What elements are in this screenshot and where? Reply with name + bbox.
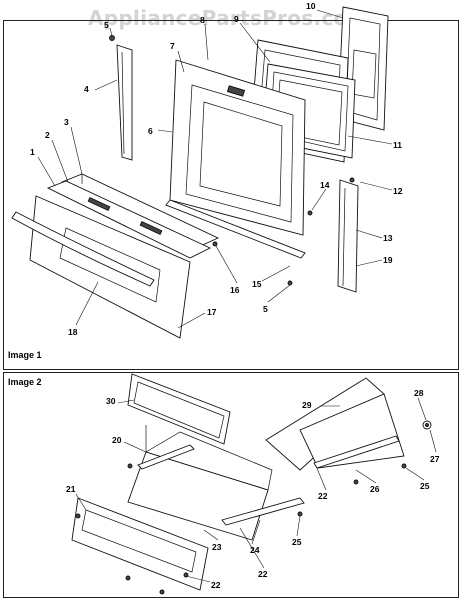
part-bottom-bracket [165,199,306,259]
callout-6: 6 [148,126,153,136]
leader-lines [37,9,437,583]
callout-9: 9 [234,14,239,24]
callout-20: 20 [112,435,122,445]
callout-labels: 1 2 3 4 5 7 6 8 9 10 11 12 14 13 19 16 1… [30,1,440,590]
callout-28: 28 [414,388,424,398]
callout-24: 24 [250,545,260,555]
part-control-strip [46,180,212,259]
part-door-liner [169,59,306,236]
image-1-title: Image 1 [8,350,42,360]
watermark: AppliancePartsPros.com [88,6,369,30]
part-drawer-front [71,497,209,591]
callout-5-b: 5 [263,304,268,314]
callout-21: 21 [66,484,76,494]
callout-13: 13 [383,233,393,243]
callout-19: 19 [383,255,393,265]
callout-27: 27 [430,454,440,464]
callout-2: 2 [45,130,50,140]
callout-25-a: 25 [292,537,302,547]
callout-14: 14 [320,180,330,190]
callout-22-b: 22 [258,569,268,579]
part-side-trim-right [337,179,359,293]
part-drawer-back [127,373,231,445]
callout-1: 1 [30,147,35,157]
callout-17: 17 [207,307,217,317]
part-drawer-rail-right [221,497,305,526]
callout-26: 26 [370,484,380,494]
image-2-title: Image 2 [8,377,42,387]
callout-10: 10 [306,1,316,11]
callout-30: 30 [106,396,116,406]
part-door-handle [11,211,155,287]
callout-8: 8 [200,15,205,25]
callout-5: 5 [104,20,109,30]
callout-23: 23 [212,542,222,552]
callout-12: 12 [393,186,403,196]
callout-4: 4 [84,84,89,94]
callout-25-b: 25 [420,481,430,491]
callout-22-a: 22 [211,580,221,590]
callout-7: 7 [170,41,175,51]
part-drawer-side-assembly [265,377,405,471]
callout-22-c: 22 [318,491,328,501]
part-roller [422,420,432,430]
image-1-panel [3,20,459,370]
callout-15: 15 [252,279,262,289]
callout-3: 3 [64,117,69,127]
callout-11: 11 [393,140,402,150]
callout-18: 18 [68,327,78,337]
part-side-trim-left [116,44,133,161]
part-drawer-rail-left [137,444,195,470]
callout-16: 16 [230,285,240,295]
callout-29: 29 [302,400,312,410]
part-drawer-body [127,425,273,541]
image-2-panel [3,372,459,598]
